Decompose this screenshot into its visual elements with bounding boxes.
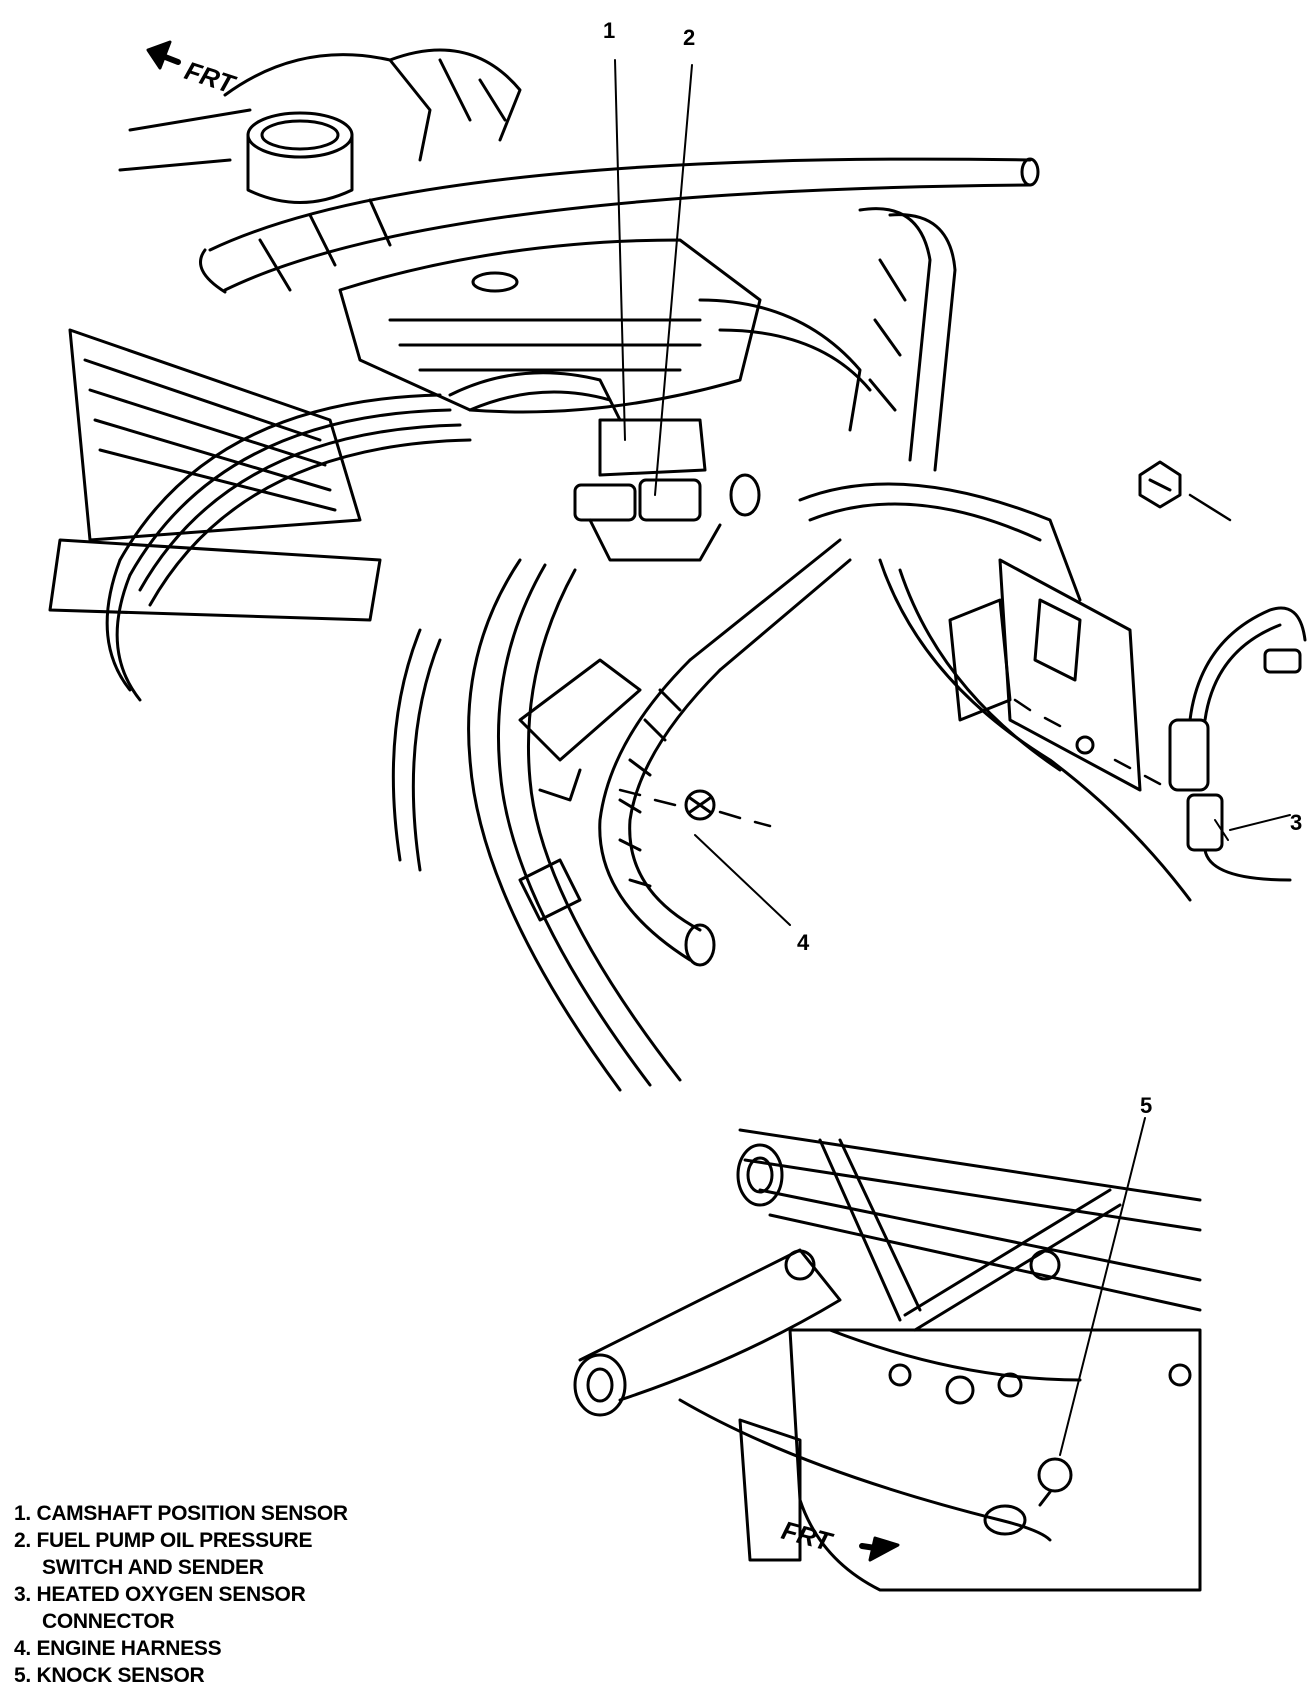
distributor-sensor [573,418,761,562]
top-hose [199,157,1040,294]
legend-item-4: 4. ENGINE HARNESS [14,1637,222,1660]
frt-label-bottom: FRT [778,1515,836,1557]
frt-arrow-bottom [859,1536,900,1562]
callout-5: 5 [1140,1093,1152,1118]
valve-cover-left [48,328,382,622]
legend-item-2: 2. FUEL PUMP OIL PRESSURE [14,1529,313,1552]
callout-4: 4 [797,930,810,955]
bracket-nut [518,658,772,828]
parts-legend: 1. CAMSHAFT POSITION SENSOR 2. FUEL PUMP… [14,1500,454,1686]
intake-plenum [338,238,762,414]
legend-item-3: 3. HEATED OXYGEN SENSOR [14,1583,306,1606]
frt-arrow-top [146,40,181,70]
legend-item-3-cont: CONNECTOR [42,1610,175,1633]
engine-harness-hose [598,538,852,967]
legend-item-5: 5. KNOCK SENSOR [14,1664,205,1686]
harness-loop-right [858,207,957,472]
throttle-body [118,48,522,204]
top-engine-view [48,48,1307,1092]
legend-item-2-cont: SWITCH AND SENDER [42,1556,264,1579]
right-bracket [948,558,1162,792]
callout-2: 2 [683,25,695,50]
o2-sensor-connector [1168,606,1307,882]
frt-label-top: FRT [181,55,240,100]
plug-wires-center [448,298,872,432]
leader-lines [614,59,1291,926]
right-cross-harness [798,482,1192,902]
callout-1: 1 [603,18,615,43]
fuel-lines [391,558,682,1092]
legend-item-1: 1. CAMSHAFT POSITION SENSOR [14,1502,348,1525]
bottom-engine-view [573,1117,1202,1592]
nut-top-right [1138,460,1232,522]
callout-3: 3 [1290,810,1302,835]
